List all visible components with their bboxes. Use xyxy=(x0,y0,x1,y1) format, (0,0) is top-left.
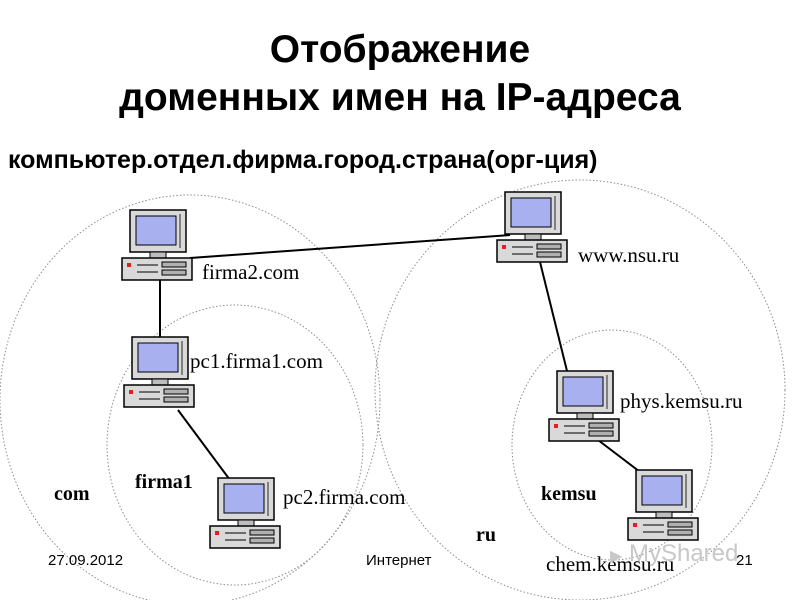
host-label-phys: phys.kemsu.ru xyxy=(620,389,743,413)
computer-icon xyxy=(121,209,193,281)
domain-circle-kemsu xyxy=(511,329,713,561)
host-label-nsu: www.nsu.ru xyxy=(578,243,680,267)
footer-date: 27.09.2012 xyxy=(48,552,124,569)
host-label-chem: chem.kemsu.ru xyxy=(546,552,675,576)
footer-center: Интернет xyxy=(366,552,432,569)
link-pc1-pc2 xyxy=(177,409,231,481)
computer-icon xyxy=(548,370,620,442)
watermark-text: MyShared xyxy=(628,540,739,567)
host-label-pc1: pc1.firma1.com xyxy=(190,349,323,373)
watermark: ▶ MyShared xyxy=(610,540,738,568)
host-label-firma2: firma2.com xyxy=(202,260,299,284)
domain-circle-com xyxy=(0,194,381,600)
slide-subtitle: компьютер.отдел.фирма.город.страна(орг-ц… xyxy=(8,146,598,174)
domain-label-com: com xyxy=(54,483,90,505)
domain-label-firma1: firma1 xyxy=(135,471,193,493)
domain-circle-firma1 xyxy=(106,304,364,586)
title-line-1: Отображение xyxy=(269,28,531,71)
computer-icon xyxy=(123,336,195,408)
domain-circle-ru xyxy=(374,179,786,600)
domain-label-ru: ru xyxy=(476,524,496,546)
link-firma2-nsu xyxy=(189,234,511,259)
title-line-2: доменных имен на IP-адреса xyxy=(119,76,681,119)
computer-icon xyxy=(627,469,699,541)
computer-icon xyxy=(496,191,568,263)
slide-title: Отображение доменных имен на IP-адреса xyxy=(0,26,800,122)
page-number: 21 xyxy=(736,552,753,569)
host-label-pc2: pc2.firma.com xyxy=(283,485,405,509)
play-icon: ▶ xyxy=(610,548,623,565)
domain-label-kemsu: kemsu xyxy=(541,483,597,505)
computer-icon xyxy=(209,477,281,549)
link-nsu-phys xyxy=(539,261,569,376)
